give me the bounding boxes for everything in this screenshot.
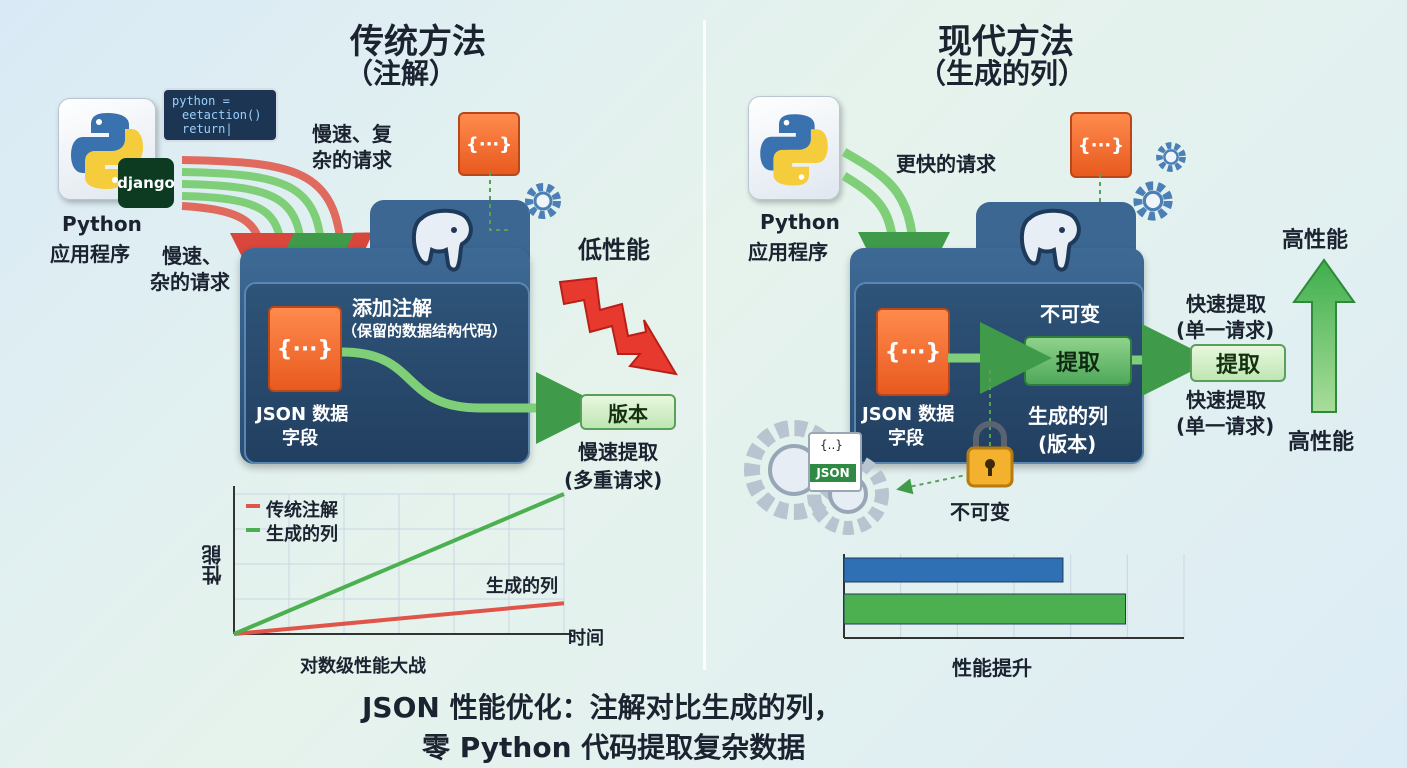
left-top-file-icon: {···} <box>458 112 520 176</box>
right-gear-icon-1 <box>1156 142 1186 172</box>
high-performance-arrow <box>1292 258 1356 413</box>
right-json-file-icon: {···} <box>876 308 950 396</box>
series-line-1 <box>233 492 565 636</box>
code-line-1: python = <box>172 94 230 108</box>
fast-extract-top-2: (单一请求) <box>1176 318 1275 342</box>
right-python-logo-icon <box>760 114 828 186</box>
fast-extract-bottom-2: (单一请求) <box>1176 414 1275 438</box>
right-postgres-elephant-icon <box>1019 208 1081 272</box>
chart-legend-traditional: 传统注解 <box>266 500 338 521</box>
generated-column-1: 生成的列 <box>1028 404 1108 428</box>
code-line-2: eetaction() <box>182 108 262 122</box>
left-json-file-icon: {···} <box>268 306 342 392</box>
chart-annotation: 生成的列 <box>486 576 558 597</box>
extract-button-outer: 提取 <box>1190 344 1286 382</box>
left-extract-arrow <box>341 347 608 444</box>
chart-legend-generated: 生成的列 <box>266 524 338 545</box>
series-line-0 <box>233 601 565 636</box>
right-title: 现代方法 <box>938 22 1074 62</box>
log-performance-chart <box>233 486 572 636</box>
slow-extract-2: (多重请求) <box>564 468 663 492</box>
low-performance-arrow <box>558 276 678 376</box>
left-panel-subtitle: （保留的数据结构代码） <box>342 322 508 340</box>
bar-1 <box>843 593 1127 625</box>
left-json-field-1: JSON 数据 <box>256 404 349 425</box>
code-bubble: python = eetaction() return| <box>162 88 278 142</box>
slow-request-left-2: 杂的请求 <box>150 270 230 294</box>
right-subtitle: （生成的列） <box>918 57 1087 90</box>
code-line-3: return| <box>182 122 233 136</box>
right-app-label-2: 应用程序 <box>748 240 828 264</box>
center-divider <box>703 20 706 670</box>
lock-icon <box>966 421 1014 488</box>
performance-gain-chart <box>843 554 1185 639</box>
high-performance-bottom: 高性能 <box>1288 430 1355 455</box>
json-doc-glyph: {..} <box>820 438 843 452</box>
high-performance-top: 高性能 <box>1282 228 1349 253</box>
chart-x-label: 时间 <box>568 628 604 649</box>
bar-chart-x-label: 性能提升 <box>952 656 1032 680</box>
left-app-label-2: 应用程序 <box>50 242 130 266</box>
footer-line-1: JSON 性能优化：注解对比生成的列， <box>362 691 842 724</box>
postgres-elephant-icon <box>411 208 473 272</box>
left-app-label-1: Python <box>62 212 142 236</box>
left-gear-icon <box>525 183 561 219</box>
footer-line-2: 零 Python 代码提取复杂数据 <box>422 731 806 764</box>
generated-column-2: (版本) <box>1038 432 1097 456</box>
fast-extract-bottom-1: 快速提取 <box>1186 388 1266 412</box>
left-subtitle: （注解） <box>345 57 458 90</box>
right-app-label-1: Python <box>760 210 840 234</box>
right-python-app-icon <box>748 96 840 200</box>
json-doc-label: JSON <box>810 464 856 482</box>
django-badge: django <box>117 158 175 208</box>
chart-y-label: 性能 <box>201 545 225 585</box>
right-json-field-1: JSON 数据 <box>862 404 955 425</box>
slow-request-left-1: 慢速、 <box>162 244 222 268</box>
version-button: 版本 <box>580 394 676 430</box>
right-json-field-2: 字段 <box>888 428 924 449</box>
fast-extract-top-1: 快速提取 <box>1186 292 1266 316</box>
left-title: 传统方法 <box>350 22 486 62</box>
left-dashed-connector <box>489 172 510 231</box>
faster-request-label: 更快的请求 <box>896 152 996 176</box>
low-performance-label: 低性能 <box>578 236 650 264</box>
bar-0 <box>843 557 1064 583</box>
slow-request-top-1: 慢速、复 <box>312 122 392 146</box>
immutable-bottom-label: 不可变 <box>950 500 1010 524</box>
chart-title: 对数级性能大战 <box>300 656 426 677</box>
json-doc-icon: {..} JSON <box>808 432 862 492</box>
slow-extract-1: 慢速提取 <box>578 440 658 464</box>
slow-request-top-2: 杂的请求 <box>312 148 392 172</box>
right-gear-icon-2 <box>1133 181 1173 221</box>
python-logo-icon <box>71 113 143 189</box>
left-json-field-2: 字段 <box>282 428 318 449</box>
left-panel-title: 添加注解 <box>352 296 432 320</box>
